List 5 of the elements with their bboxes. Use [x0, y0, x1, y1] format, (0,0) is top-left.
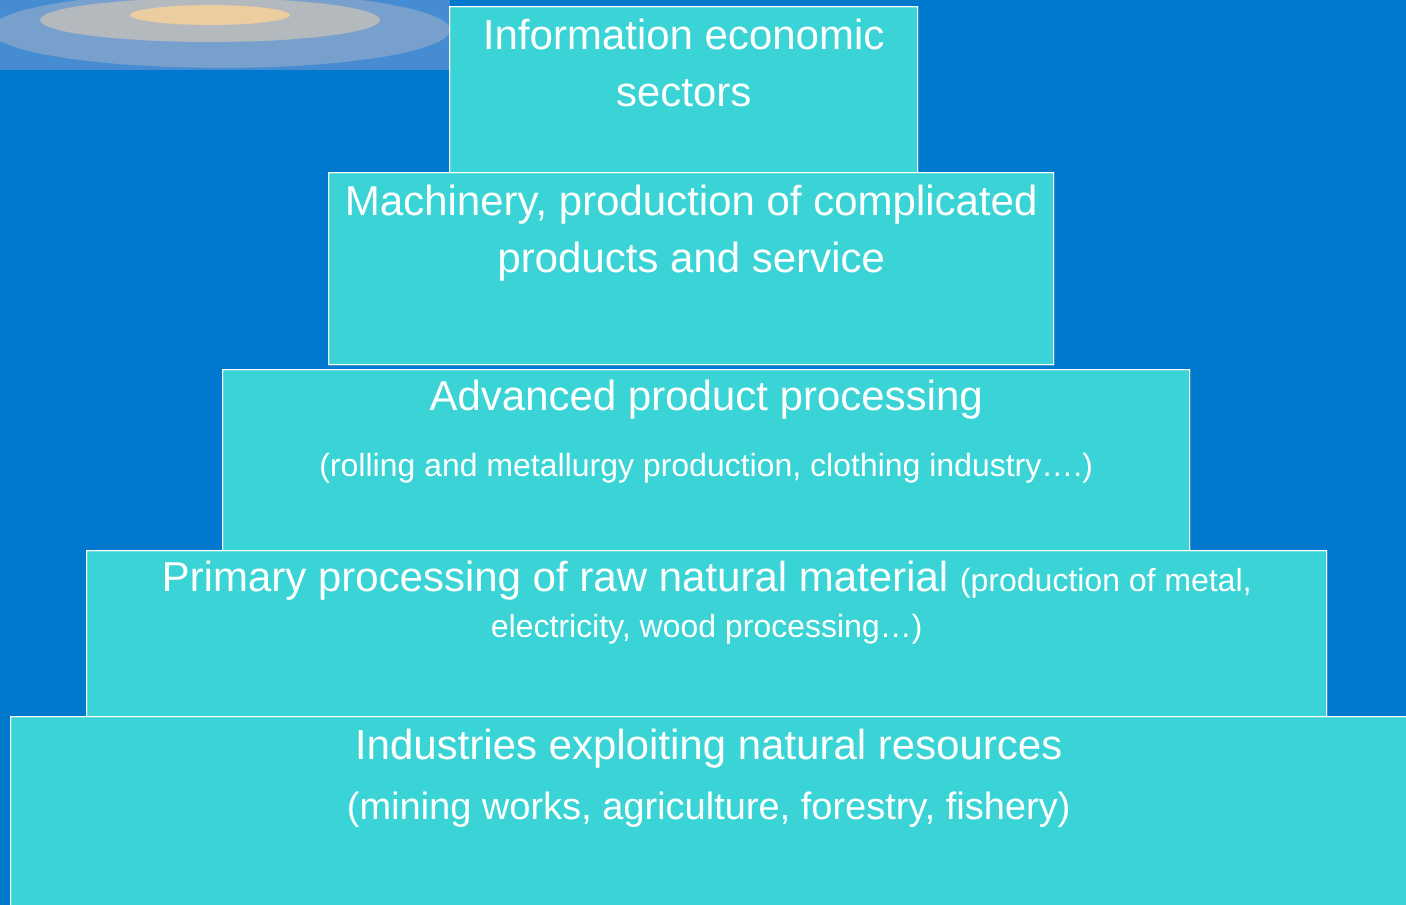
level-box: Industries exploiting natural resources (mining works, agriculture, forestry, fishery) [10, 716, 1406, 905]
level-box: Machinery, production of complicated products and service [328, 172, 1055, 366]
level-box: Primary processing of raw natural material (production of metal, electricity, wood processing…) [86, 550, 1328, 718]
level-box: Advanced product processing (rolling and metallurgy production, clothing industry….) [222, 369, 1191, 552]
level-box: Information economic sectors [449, 6, 919, 174]
